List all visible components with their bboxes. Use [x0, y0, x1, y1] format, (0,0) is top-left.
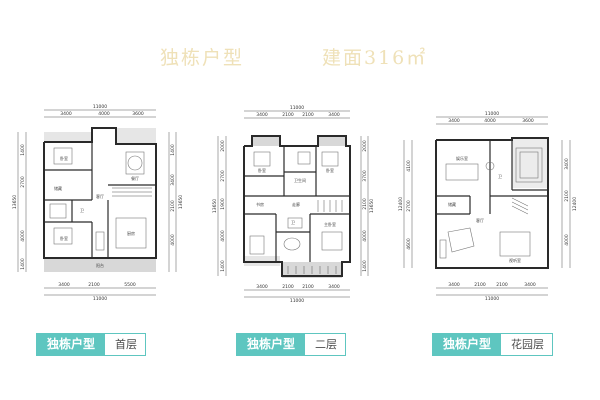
dim-text: 2100 — [302, 112, 314, 118]
dim-text: 3700 — [362, 170, 368, 182]
dim-text: 2700 — [20, 176, 26, 188]
dim-text: 4600 — [406, 238, 412, 250]
dim-text: 3600 — [132, 111, 144, 117]
dim-text: 2100 — [564, 190, 570, 202]
dim-text: 3400 — [448, 118, 460, 124]
room-label: 阳台 — [96, 262, 104, 268]
dim-text: 3400 — [448, 282, 460, 288]
room-label: 主卧室 — [324, 221, 336, 227]
dim-text: 4000 — [20, 230, 26, 242]
dim-text: 4000 — [170, 234, 176, 246]
floor-tag-second[interactable]: 独栋户型 二层 — [236, 333, 347, 356]
dim-text: 1900 — [220, 198, 226, 210]
floor-tag-garden[interactable]: 独栋户型 花园层 — [432, 333, 554, 356]
room-label: 客厅 — [476, 217, 484, 223]
dim-text: 3400 — [58, 282, 70, 288]
dim-text: 11000 — [290, 298, 304, 304]
floor-tag-type: 独栋户型 — [37, 334, 106, 355]
room-label: 储藏 — [54, 185, 62, 191]
floor-tag-ground[interactable]: 独栋户型 首层 — [36, 333, 147, 356]
dim-text: 4000 — [220, 230, 226, 242]
dim-text: 4000 — [564, 234, 570, 246]
dim-text: 2100 — [282, 284, 294, 290]
room-label: 卫 — [498, 174, 502, 179]
room-label: 卧室 — [326, 167, 334, 173]
floor-tag-type: 独栋户型 — [433, 334, 502, 355]
dim-text: 2100 — [282, 112, 294, 118]
room-label: 卫 — [80, 208, 84, 213]
room-label: 视听室 — [509, 257, 521, 263]
dim-text: 3400 — [256, 284, 268, 290]
room-label: 卫生间 — [294, 177, 306, 183]
dim-text: 2100 — [362, 198, 368, 210]
floor-tag-floor: 首层 — [105, 334, 146, 355]
room-label: 厨房 — [127, 230, 135, 236]
dim-text: 4000 — [362, 230, 368, 242]
dim-text: 1400 — [220, 260, 226, 272]
dim-text: 1400 — [20, 258, 26, 270]
room-label: 卧室 — [258, 167, 266, 173]
dim-text: 3400 — [60, 111, 72, 117]
floor-tag-floor: 二层 — [305, 334, 346, 355]
dim-text: 2700 — [220, 170, 226, 182]
dim-text: 2100 — [302, 284, 314, 290]
room-label: 储藏 — [448, 201, 456, 207]
dim-text: 1400 — [362, 260, 368, 272]
dim-text: 12400 — [398, 197, 404, 211]
floor-tag-floor: 花园层 — [501, 334, 553, 355]
dim-text: 3400 — [256, 112, 268, 118]
dim-text: 13650 — [178, 195, 184, 209]
dim-text: 11000 — [93, 296, 107, 302]
dim-text: 2100 — [496, 282, 508, 288]
room-label: 卫 — [291, 220, 295, 225]
dim-text: 11000 — [93, 104, 107, 110]
dim-text: 13650 — [12, 195, 18, 209]
dim-text: 11000 — [485, 296, 499, 302]
title-type: 独栋户型 — [160, 47, 245, 69]
dim-text: 12400 — [572, 197, 578, 211]
dim-text: 2000 — [220, 140, 226, 152]
dim-text: 11000 — [485, 111, 499, 117]
dim-text: 5500 — [124, 282, 136, 288]
dim-text: 3400 — [524, 282, 536, 288]
room-label: 走廊 — [292, 201, 300, 207]
dim-text: 2100 — [170, 200, 176, 212]
dim-text: 3400 — [328, 284, 340, 290]
dim-text: 2700 — [406, 200, 412, 212]
room-label: 娱乐室 — [456, 155, 468, 161]
dim-text: 2000 — [362, 140, 368, 152]
floor-plan-second: 11000 3400 2100 2100 3400 3400 2100 2100… — [212, 105, 375, 304]
floor-plan-ground: 11000 3400 4000 3600 3400 2100 5500 1100… — [12, 104, 184, 302]
room-label: 卧室 — [60, 155, 68, 161]
dim-text: 13650 — [212, 199, 218, 213]
room-label: 客厅 — [96, 193, 104, 199]
dim-text: 3400 — [328, 112, 340, 118]
dim-text: 3400 — [564, 158, 570, 170]
dim-text: 4100 — [406, 160, 412, 172]
dim-text: 3600 — [522, 118, 534, 124]
dim-text: 4000 — [98, 111, 110, 117]
dim-text: 4000 — [484, 118, 496, 124]
dim-text: 13650 — [369, 199, 375, 213]
room-label: 餐厅 — [131, 175, 139, 181]
floor-plan-garden: 11000 3400 4000 3600 3400 2100 2100 3400… — [398, 111, 578, 302]
dim-text: 2100 — [88, 282, 100, 288]
dim-text: 1400 — [20, 144, 26, 156]
dim-text: 3400 — [170, 174, 176, 186]
dim-text: 11000 — [290, 105, 304, 111]
dim-text: 1400 — [170, 144, 176, 156]
room-label: 卧室 — [60, 235, 68, 241]
dim-text: 2100 — [474, 282, 486, 288]
title-area: 建面316㎡ — [322, 47, 428, 69]
room-label: 书房 — [256, 201, 264, 207]
floor-tag-type: 独栋户型 — [237, 334, 306, 355]
